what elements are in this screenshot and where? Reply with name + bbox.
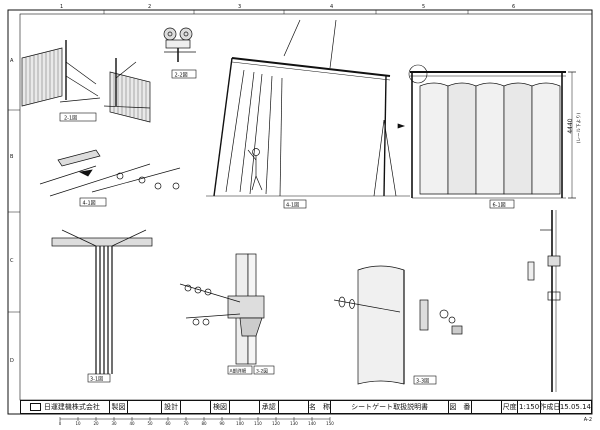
scale-value: 1:150 (519, 401, 541, 413)
scale-tick-label: 150 (326, 421, 334, 426)
col-label-2: 2 (148, 4, 151, 10)
scale-tick-label: 70 (183, 421, 189, 426)
detail-tag-3-3 (413, 375, 437, 385)
detail-tag-4-1-label: 4-1図 (286, 203, 299, 209)
scale-label: 尺度 (502, 401, 519, 413)
scale-tick-label: 80 (201, 421, 207, 426)
date-label: 作成日 (539, 401, 561, 413)
clamp-assembly-detail (179, 253, 265, 365)
scale-tick-label: 120 (272, 421, 280, 426)
seizu-value (128, 401, 163, 413)
gate-height-dimension: 4440 (567, 118, 574, 133)
detail-tag-3-2-label: 3-2図 (256, 369, 268, 375)
detail-tag-3-3-label: 3-3図 (416, 379, 429, 385)
row-label-c: C (10, 258, 14, 264)
name-label: 名 称 (308, 401, 332, 413)
sekkei-value (181, 401, 212, 413)
detail-tag-3-1 (87, 373, 111, 383)
col-label-3: 3 (238, 4, 241, 10)
kento-label: 検図 (211, 401, 230, 413)
zuban-label: 図 番 (449, 401, 472, 413)
detail-3-1-illustration (51, 229, 153, 374)
detail-tag-2-1 (59, 112, 97, 122)
detail-tag-2-2 (171, 69, 197, 79)
zuban-value (472, 401, 502, 413)
col-label-4: 4 (330, 4, 333, 10)
drawing-title: シートゲート取扱説明書 (331, 401, 450, 413)
company-name: 日運建機株式会社 (43, 403, 100, 411)
row-label-b: B (10, 154, 14, 160)
row-label-a: A (10, 58, 14, 64)
detail-tag-4-1 (283, 199, 307, 209)
grid-ticks (8, 10, 469, 313)
pole-side-view (527, 210, 561, 392)
detail-tag-2-1-label: 2-1図 (64, 116, 77, 122)
detail-tag-4-1-small-label: 4-1図 (83, 201, 96, 207)
detail-tag-6-1 (489, 199, 515, 209)
column-labels: 1 2 3 4 5 6 (60, 4, 515, 10)
scale-tick-label: 100 (236, 421, 244, 426)
scale-tick-label: 90 (219, 421, 225, 426)
scale-tick-label: 0 (59, 421, 62, 426)
date-value: 15.05.14 (559, 403, 592, 411)
scale-tick-label: 40 (129, 421, 135, 426)
kento-value (230, 401, 260, 413)
scale-tick-label: 20 (93, 421, 99, 426)
scale-bar-graphic (59, 417, 331, 421)
title-block: 日運建機株式会社 製図 設計 検図 承認 名 称 シートゲート取扱説明書 図 番… (20, 400, 592, 414)
detail-4-1-rail (39, 149, 181, 197)
scale-tick-label: 130 (290, 421, 298, 426)
scale-tick-label: 10 (75, 421, 81, 426)
scale-tick-label: 60 (165, 421, 171, 426)
gate-front-sheet-view (397, 64, 576, 199)
sekkei-label: 設計 (162, 401, 181, 413)
row-labels: A B C D (10, 58, 14, 364)
shonin-label: 承認 (260, 401, 279, 413)
detail-tag-a-label: A部詳細 (230, 368, 247, 375)
gate-installation-view (206, 19, 410, 197)
detail-2-1-illustration (21, 40, 151, 123)
col-label-1: 1 (60, 4, 63, 10)
detail-tag-6-1-label: 6-1図 (493, 203, 506, 209)
company-cell: 日運建機株式会社 (21, 401, 110, 413)
scale-tick-label: 50 (147, 421, 153, 426)
detail-2-2-illustration (163, 27, 196, 62)
gate-height-note: (レール下より) (576, 113, 582, 144)
detail-tag-a (227, 365, 253, 375)
detail-tag-2-2-label: 2-2図 (175, 73, 188, 79)
detail-tag-3-1-label: 3-1図 (90, 377, 103, 383)
scale-tick-label: 140 (308, 421, 316, 426)
sheet-fastener-detail (333, 265, 463, 385)
col-label-5: 5 (422, 4, 425, 10)
shonin-value (279, 401, 309, 413)
row-label-d: D (10, 358, 14, 364)
scale-tick-label: 110 (254, 421, 262, 426)
company-logo-icon (29, 403, 41, 411)
sheet-number: A-2 (583, 417, 592, 423)
scale-tick-label: 30 (111, 421, 117, 426)
detail-tag-4-1-small (79, 197, 107, 207)
detail-tag-3-2 (253, 365, 275, 375)
seizu-label: 製図 (110, 401, 129, 413)
col-label-6: 6 (512, 4, 515, 10)
